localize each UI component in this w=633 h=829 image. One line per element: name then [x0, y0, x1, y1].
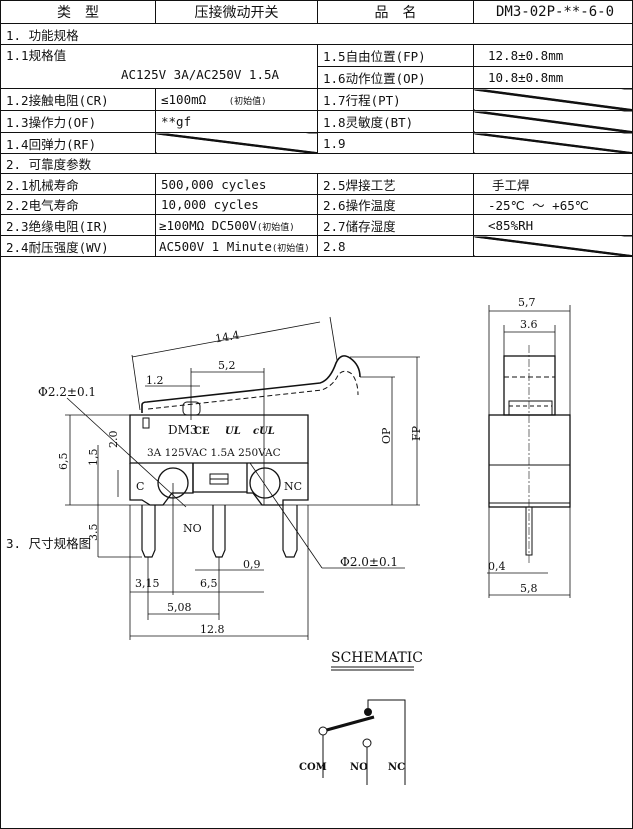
type-value: 压接微动开关	[155, 0, 318, 24]
op-label: OP	[380, 427, 393, 444]
rating-cell: 1.1规格值 AC125V 3A/AC250V 1.5A	[0, 44, 318, 89]
dim-6-5: 6,5	[57, 453, 70, 471]
ir-value: ≥100MΩ DC500V	[159, 217, 257, 233]
dimension-lines	[65, 316, 420, 640]
rating-value: AC125V 3A/AC250V 1.5A	[121, 67, 280, 82]
side-dim-0-4: 0,4	[488, 560, 506, 573]
dim-14-4: 14.4	[214, 328, 240, 345]
schematic: SCHEMATIC COM NO NC	[299, 650, 423, 785]
dim-phi-2-0: Φ2.0±0.1	[340, 555, 398, 569]
schematic-no: NO	[350, 762, 368, 773]
ce-mark: CE	[194, 426, 210, 437]
ir-note: (初始值)	[256, 222, 295, 233]
name-value: DM3-02P-**-6-0	[473, 0, 633, 24]
wv-value: AC500V 1 Minute	[159, 238, 272, 254]
header-row: 类 型 压接微动开关 品 名 DM3-02P-**-6-0	[0, 0, 633, 24]
type-label: 类 型	[0, 0, 156, 24]
fp-label: 1.5自由位置(FP)	[317, 44, 474, 67]
terminal-nc: NC	[284, 480, 302, 493]
side-dim-5-8: 5,8	[520, 582, 538, 595]
op-label: 1.6动作位置(OP)	[317, 66, 474, 89]
dim-1-2: 1.2	[146, 374, 164, 387]
schematic-title: SCHEMATIC	[331, 650, 423, 666]
mech-label: 2.1机械寿命	[0, 173, 156, 195]
side-dim-5-7: 5,7	[518, 296, 536, 309]
fp-label: FP	[410, 425, 423, 441]
item19-value-empty	[473, 132, 633, 154]
schematic-nc: NC	[388, 762, 405, 773]
dim-2-0: 2.0	[107, 431, 120, 449]
dimension-labels: 14.4 5,2 1.2 Φ2.2±0.1 6,5 1,5 2.0 3.5 OP…	[38, 328, 423, 636]
dim-1-5: 1,5	[87, 449, 100, 467]
terminal-no: NO	[183, 522, 202, 535]
switch-side-view: 5,7 3.6 0,4 5,8	[487, 296, 571, 598]
cr-label: 1.2接触电阻(CR)	[0, 88, 156, 111]
cul-mark: cUL	[253, 426, 275, 437]
terminal-c: C	[136, 480, 144, 493]
cr-value: ≤100mΩ	[161, 92, 207, 107]
side-dim-3-6: 3.6	[520, 318, 538, 331]
dim-3-5: 3.5	[87, 524, 100, 542]
rating-marking: 3A 125VAC 1.5A 250VAC	[147, 447, 281, 459]
wv-note: (初始值)	[271, 243, 310, 254]
of-value: **gf	[155, 110, 318, 133]
dim-5-08: 5,08	[167, 601, 192, 614]
solder-label: 2.5焊接工艺	[317, 173, 474, 195]
rf-value-empty	[155, 132, 318, 154]
ul-mark: UL	[225, 426, 241, 437]
op-value: 10.8±0.8mm	[473, 66, 633, 89]
rating-label: 1.1规格值	[6, 48, 67, 63]
ir-value-cell: ≥100MΩ DC500V(初始值)	[155, 214, 318, 236]
elec-label: 2.2电气寿命	[0, 194, 156, 215]
dim-12-8: 12.8	[200, 623, 225, 636]
pt-value-empty	[473, 88, 633, 111]
dim-phi-2-2: Φ2.2±0.1	[38, 385, 96, 399]
item28-label: 2.8	[317, 235, 474, 257]
model-label: DM3	[168, 423, 198, 437]
cr-note: (初始值)	[228, 97, 267, 107]
section3-title: 3. 尺寸规格图	[0, 256, 633, 829]
dim-6-5b: 6,5	[200, 577, 218, 590]
item28-value-empty	[473, 235, 633, 257]
fp-value: 12.8±0.8mm	[473, 44, 633, 67]
dim-3-15: 3,15	[135, 577, 160, 590]
dim-5-2: 5,2	[218, 359, 236, 372]
schematic-com: COM	[299, 762, 327, 773]
dim-0-9: 0,9	[243, 558, 261, 571]
